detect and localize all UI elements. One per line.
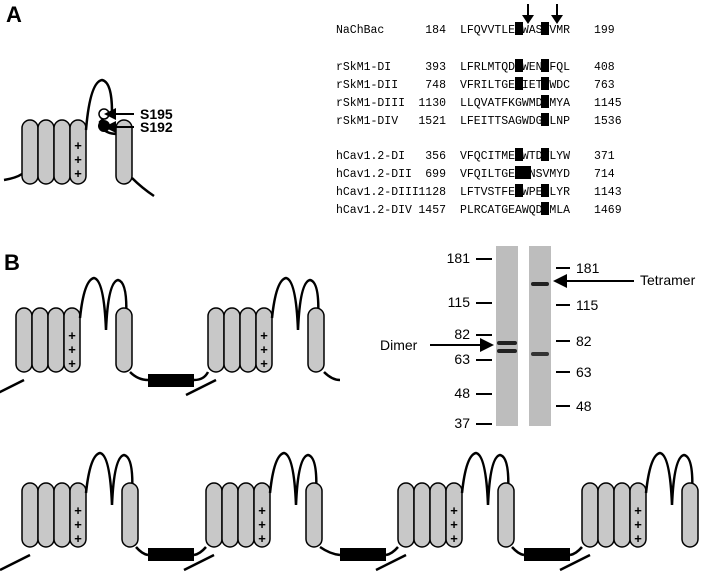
seq-start: 748 (425, 79, 446, 92)
seq-end: 1536 (594, 115, 622, 128)
seq-end: 1143 (594, 186, 622, 199)
mw-label: 48 (454, 385, 470, 401)
seq-start: 1130 (418, 97, 446, 110)
seq-end: 408 (594, 61, 615, 74)
alignment-arrows (522, 4, 563, 24)
mw-label: 63 (576, 364, 592, 380)
panel-b-label: B (4, 250, 20, 275)
seq-start: 699 (425, 168, 446, 181)
seq-residues: LFTVSTFEGWPELLYR (460, 186, 570, 199)
blot-lane-1 (496, 246, 518, 426)
dimer-band (497, 349, 517, 353)
mw-label: 82 (454, 326, 470, 342)
monomer-band (531, 352, 549, 356)
seq-name: NaChBac (336, 24, 384, 37)
seq-start: 356 (425, 150, 446, 163)
blot-lane-2 (529, 246, 551, 426)
seq-residues: VFQCITMEGWTDVLYW (460, 150, 570, 163)
alignment-table: NaChBac 184 LFQVVTLESWASGVMR 199 rSkM1-D… (336, 24, 622, 217)
mw-label: 63 (454, 351, 470, 367)
seq-start: 184 (425, 24, 446, 37)
tetramer-band (531, 282, 549, 286)
tetramer-construct (0, 453, 698, 570)
linker-block (148, 548, 194, 561)
seq-residues: LFEITTSAGWDGLLNP (460, 115, 570, 128)
mw-label: 115 (576, 297, 599, 313)
seq-name: rSkM1-DIII (336, 97, 405, 110)
dimer-label: Dimer (380, 337, 418, 353)
linker-block (340, 548, 386, 561)
linker-block (524, 548, 570, 561)
seq-residues: PLRCATGEAWQDIMLA (460, 204, 570, 217)
dimer-construct (0, 278, 341, 395)
seq-residues: LFRLMTQDYWENLFQL (460, 61, 570, 74)
svg-text:+: + (74, 152, 82, 167)
seq-start: 393 (425, 61, 446, 74)
panel-a-label: A (6, 2, 22, 27)
seq-start: 1128 (418, 186, 446, 199)
single-domain-channel: + + + (3, 78, 155, 198)
svg-text:+: + (74, 166, 82, 181)
dimer-band (497, 341, 517, 345)
seq-start: 1457 (418, 204, 446, 217)
svg-text:+: + (74, 138, 82, 153)
linker-block (148, 374, 194, 387)
seq-end: 371 (594, 150, 615, 163)
seq-residues: VFQILTGEDWNSVMYD (460, 168, 570, 181)
seq-residues: VFRILTGEWIETMWDC (460, 79, 570, 92)
mw-label: 181 (447, 250, 471, 266)
seq-name: rSkM1-DI (336, 61, 391, 74)
seq-name: rSkM1-DII (336, 79, 398, 92)
s192-marker (98, 120, 110, 132)
seq-name: hCav1.2-DII (336, 168, 412, 181)
mw-label: 37 (454, 415, 470, 431)
seq-end: 763 (594, 79, 615, 92)
tetramer-label: Tetramer (640, 272, 696, 288)
seq-name: hCav1.2-DI (336, 150, 405, 163)
mw-label: 82 (576, 333, 592, 349)
mw-label: 181 (576, 260, 600, 276)
seq-residues: LFQVVTLESWASGVMR (460, 24, 570, 37)
western-blot: 181 115 82 63 48 37 181 115 82 63 48 (447, 246, 600, 431)
mw-label: 48 (576, 398, 592, 414)
seq-name: hCav1.2-DIV (336, 204, 412, 217)
seq-name: hCav1.2-DIII (336, 186, 419, 199)
alignment-highlights (515, 22, 549, 215)
seq-name: rSkM1-DIV (336, 115, 398, 128)
seq-residues: LLQVATFKGWMDIMYA (460, 97, 570, 110)
s195-label: S195 (140, 106, 173, 122)
mw-label: 115 (448, 294, 471, 310)
seq-start: 1521 (418, 115, 446, 128)
s192-label: S192 (140, 119, 173, 135)
seq-end: 1145 (594, 97, 622, 110)
seq-end: 1469 (594, 204, 622, 217)
seq-end: 714 (594, 168, 615, 181)
seq-end: 199 (594, 24, 615, 37)
